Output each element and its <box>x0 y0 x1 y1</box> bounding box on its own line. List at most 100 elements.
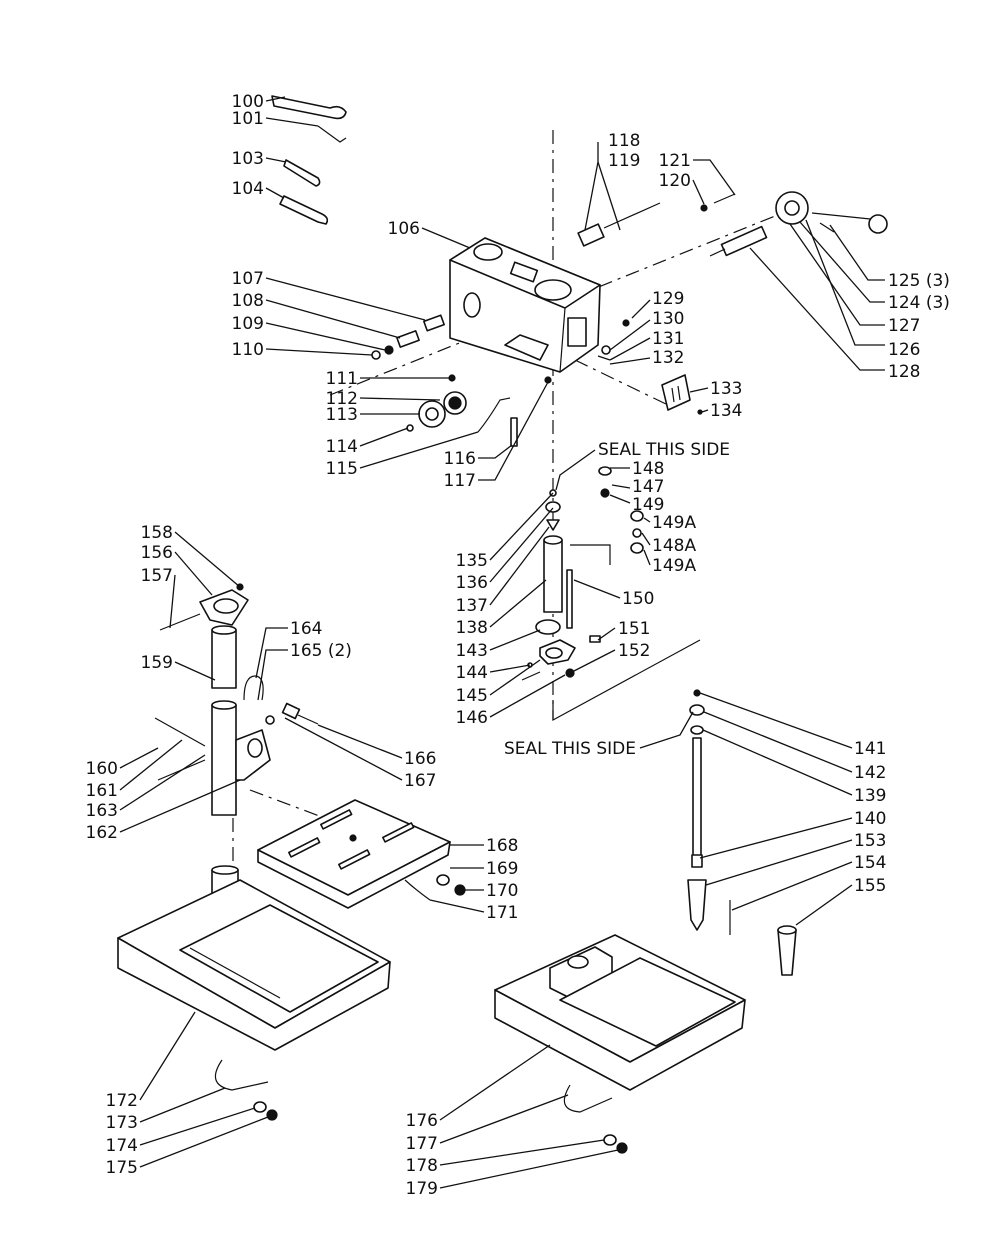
label-100: 100 <box>232 92 264 112</box>
label-119: 119 <box>608 151 640 171</box>
head-small-parts <box>371 314 630 447</box>
label-134: 134 <box>710 401 742 421</box>
hex-key-101 <box>317 125 347 143</box>
label-162: 162 <box>86 823 118 843</box>
label-152: 152 <box>618 641 650 661</box>
label-108: 108 <box>232 291 264 311</box>
label-166: 166 <box>404 749 436 769</box>
label-127: 127 <box>888 316 920 336</box>
spindle-assembly <box>687 689 797 976</box>
label-101: 101 <box>232 109 264 129</box>
label-131: 131 <box>652 329 684 349</box>
label-130: 130 <box>652 309 684 329</box>
label-170: 170 <box>486 881 518 901</box>
label-175: 175 <box>106 1158 138 1178</box>
label-125: 125 (3) <box>888 271 950 291</box>
label-117: 117 <box>444 471 476 491</box>
label-161: 161 <box>86 781 118 801</box>
label-126: 126 <box>888 340 920 360</box>
label-106: 106 <box>388 219 420 239</box>
label-148: 148 <box>632 459 664 479</box>
label-124: 124 (3) <box>888 293 950 313</box>
label-111: 111 <box>326 369 358 389</box>
part-labels: 100 101 103 104 106 107 108 109 110 111 … <box>86 92 950 1199</box>
label-158: 158 <box>141 523 173 543</box>
label-150: 150 <box>622 589 654 609</box>
label-142: 142 <box>854 763 886 783</box>
label-149a-2: 149A <box>652 556 696 576</box>
label-146: 146 <box>456 708 488 728</box>
label-151: 151 <box>618 619 650 639</box>
label-168: 168 <box>486 836 518 856</box>
label-149: 149 <box>632 495 664 515</box>
label-164: 164 <box>290 619 322 639</box>
label-165: 165 (2) <box>290 641 352 661</box>
label-128: 128 <box>888 362 920 382</box>
label-149a-1: 149A <box>652 513 696 533</box>
label-120: 120 <box>659 171 691 191</box>
label-114: 114 <box>326 437 358 457</box>
label-173: 173 <box>106 1113 138 1133</box>
label-157: 157 <box>141 566 173 586</box>
label-121: 121 <box>659 151 691 171</box>
quill-shaft-118-119 <box>577 193 736 247</box>
key-103 <box>283 159 321 187</box>
pinion-shaft-128 <box>709 225 768 257</box>
label-145: 145 <box>456 686 488 706</box>
label-110: 110 <box>232 340 264 360</box>
label-116: 116 <box>444 449 476 469</box>
label-135: 135 <box>456 551 488 571</box>
label-138: 138 <box>456 618 488 638</box>
label-104: 104 <box>232 179 264 199</box>
label-171: 171 <box>486 903 518 923</box>
label-174: 174 <box>106 1136 138 1156</box>
label-160: 160 <box>86 759 118 779</box>
label-107: 107 <box>232 269 264 289</box>
label-178: 178 <box>406 1156 438 1176</box>
base-172 <box>117 865 391 1121</box>
label-163: 163 <box>86 801 118 821</box>
note-seal-bottom: SEAL THIS SIDE <box>504 739 636 759</box>
label-147: 147 <box>632 477 664 497</box>
label-153: 153 <box>854 831 886 851</box>
label-109: 109 <box>232 314 264 334</box>
head-casting-106 <box>449 237 601 373</box>
label-139: 139 <box>854 786 886 806</box>
wrench-104 <box>279 195 329 225</box>
label-141: 141 <box>854 739 886 759</box>
label-144: 144 <box>456 663 488 683</box>
label-112: 112 <box>326 389 358 409</box>
label-113: 113 <box>326 405 358 425</box>
label-103: 103 <box>232 149 264 169</box>
table-168 <box>257 799 466 909</box>
wrench-100 <box>271 95 347 120</box>
label-177: 177 <box>406 1134 438 1154</box>
base-176 <box>494 934 746 1154</box>
label-129: 129 <box>652 289 684 309</box>
label-176: 176 <box>406 1111 438 1131</box>
label-169: 169 <box>486 859 518 879</box>
label-140: 140 <box>854 809 886 829</box>
label-172: 172 <box>106 1091 138 1111</box>
label-148a: 148A <box>652 536 696 556</box>
hub-126-127 <box>775 191 888 234</box>
label-156: 156 <box>141 543 173 563</box>
note-seal-top: SEAL THIS SIDE <box>598 440 730 460</box>
quill-assembly <box>521 466 644 681</box>
label-132: 132 <box>652 348 684 368</box>
label-159: 159 <box>141 653 173 673</box>
leader-lines <box>119 96 885 1189</box>
label-167: 167 <box>404 771 436 791</box>
label-154: 154 <box>854 853 886 873</box>
label-179: 179 <box>406 1179 438 1199</box>
label-143: 143 <box>456 641 488 661</box>
label-136: 136 <box>456 573 488 593</box>
label-137: 137 <box>456 596 488 616</box>
name-plate-133 <box>661 374 703 415</box>
label-118: 118 <box>608 131 640 151</box>
assembly-axes <box>232 130 791 880</box>
label-115: 115 <box>326 459 358 479</box>
label-133: 133 <box>710 379 742 399</box>
label-155: 155 <box>854 876 886 896</box>
